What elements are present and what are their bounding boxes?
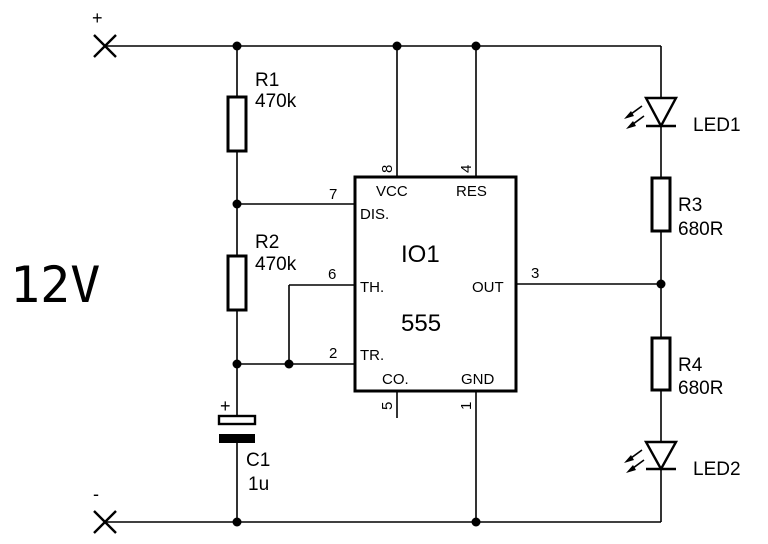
pin-tr-number: 2: [329, 345, 337, 362]
resistor-r4: [650, 336, 672, 392]
positive-sign: +: [92, 8, 103, 28]
c1-value: 1u: [248, 474, 269, 495]
pin-gnd-number: 1: [458, 402, 475, 410]
r4-value: 680R: [678, 378, 723, 399]
c1-polarity: +: [220, 396, 231, 416]
negative-sign: -: [93, 484, 99, 504]
wires: [105, 45, 662, 523]
pin-co-number: 5: [379, 402, 396, 410]
pin-th-label: TH.: [360, 279, 384, 296]
led2-name: LED2: [693, 459, 741, 480]
capacitor-c1: [217, 414, 257, 443]
r2-value: 470k: [255, 254, 297, 275]
pin-res-number: 4: [458, 165, 475, 173]
pin-gnd-label: GND: [461, 371, 495, 388]
c1-name: C1: [246, 450, 270, 471]
r1-name: R1: [255, 70, 279, 91]
ic-type: 555: [401, 310, 441, 337]
ic-name: IO1: [401, 241, 440, 268]
led1-name: LED1: [693, 115, 741, 136]
pin-res-label: RES: [456, 183, 487, 200]
resistor-r2: [226, 254, 248, 312]
resistor-r1: [226, 95, 248, 153]
ic-555-body: [353, 175, 518, 393]
pin-co-label: CO.: [382, 371, 409, 388]
junctions: [232, 41, 666, 527]
pin-out-label: OUT: [472, 279, 504, 296]
pin-th-number: 6: [328, 266, 336, 283]
pin-dis-number: 7: [329, 186, 337, 203]
r4-name: R4: [678, 355, 703, 376]
r3-name: R3: [678, 195, 702, 216]
led2-symbol: [624, 440, 679, 473]
pin-dis-label: DIS.: [360, 206, 389, 223]
r1-value: 470k: [255, 91, 297, 112]
pin-tr-label: TR.: [360, 347, 384, 364]
pin-vcc-number: 8: [379, 165, 396, 173]
resistor-r3: [650, 176, 672, 233]
r3-value: 680R: [678, 219, 723, 240]
r2-name: R2: [255, 232, 279, 253]
pin-out-number: 3: [531, 265, 539, 282]
pin-vcc-label: VCC: [376, 183, 408, 200]
supply-voltage-label: 12V: [10, 256, 100, 314]
led1-symbol: [624, 96, 679, 129]
